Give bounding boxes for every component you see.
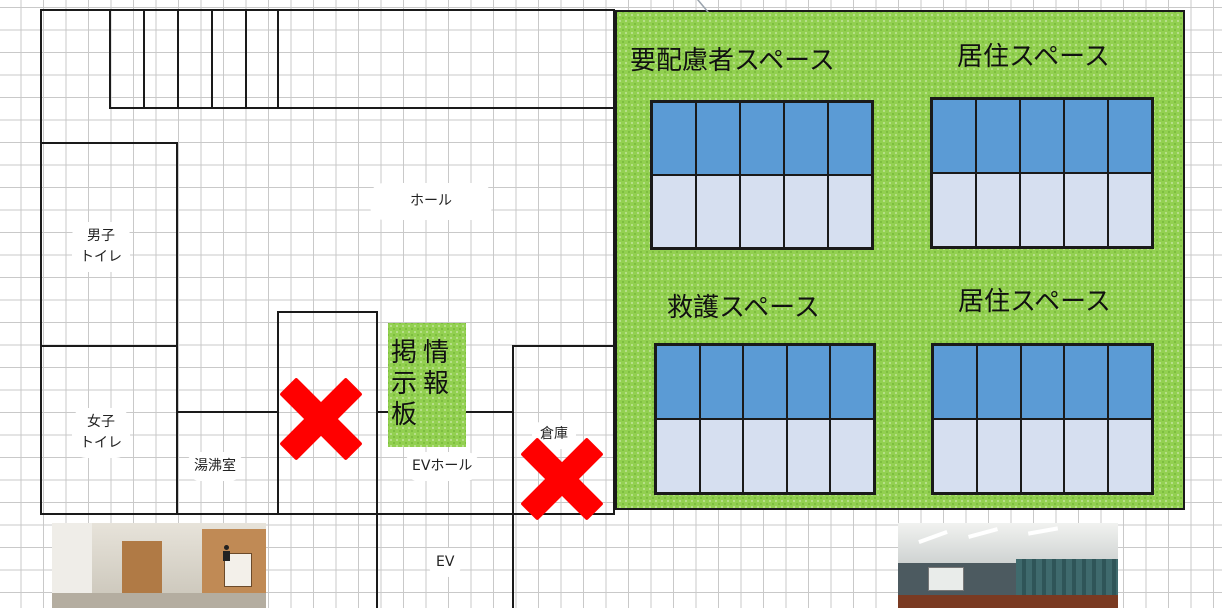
- red-x-icon: [519, 436, 605, 522]
- wall: [512, 345, 615, 347]
- wall: [40, 9, 615, 11]
- wall: [176, 411, 278, 413]
- residence-space-title-bottom: 居住スペース: [958, 287, 1111, 317]
- wall: [613, 9, 615, 515]
- stairs-line: [177, 9, 179, 109]
- wall: [40, 9, 42, 515]
- wall: [176, 142, 178, 515]
- photo-toilet-entrance: [52, 523, 266, 608]
- wall: [277, 311, 378, 313]
- photo-ceiling: [898, 523, 1118, 563]
- cot-block-care: [650, 100, 874, 250]
- cot-block-residence-top: [930, 97, 1154, 249]
- photo-curtain: [1016, 559, 1118, 599]
- photo-floor: [52, 593, 266, 608]
- photo-whiteboard: [928, 567, 964, 591]
- kettle-room-label: 湯沸室: [186, 452, 244, 481]
- info-board-text-col2: 情 報: [422, 338, 449, 399]
- photo-floor: [898, 595, 1118, 608]
- red-x-icon: [278, 376, 364, 462]
- person-body: [223, 551, 230, 561]
- care-space-title: 要配慮者スペース: [630, 46, 835, 76]
- rescue-space-title: 救護スペース: [667, 293, 820, 323]
- stairs-line: [245, 9, 247, 109]
- photo-meeting-room: [898, 523, 1118, 608]
- person-icon: [222, 545, 230, 561]
- mens-toilet-label: 男子 トイレ: [72, 222, 130, 272]
- wall: [376, 513, 378, 608]
- wall: [512, 345, 514, 608]
- wall: [40, 142, 178, 144]
- wall: [40, 345, 178, 347]
- wall: [40, 513, 615, 515]
- ev-label: EV: [428, 548, 463, 577]
- wall: [376, 311, 378, 608]
- person-head: [224, 545, 229, 550]
- info-board-text-col1: 掲 示 板: [390, 338, 417, 430]
- cot-block-rescue: [654, 343, 876, 495]
- cot-block-residence-bottom: [931, 343, 1154, 495]
- stairs-line: [109, 107, 614, 109]
- stairs-line: [143, 9, 145, 109]
- info-board: [388, 323, 466, 447]
- hall-label: ホール: [370, 183, 492, 220]
- residence-space-title-top: 居住スペース: [957, 42, 1110, 72]
- stairs-line: [277, 9, 279, 109]
- womens-toilet-label: 女子 トイレ: [72, 408, 130, 458]
- stairs-line: [211, 9, 213, 109]
- stairs-line: [109, 9, 111, 109]
- ev-hall-label: EVホール: [404, 452, 481, 481]
